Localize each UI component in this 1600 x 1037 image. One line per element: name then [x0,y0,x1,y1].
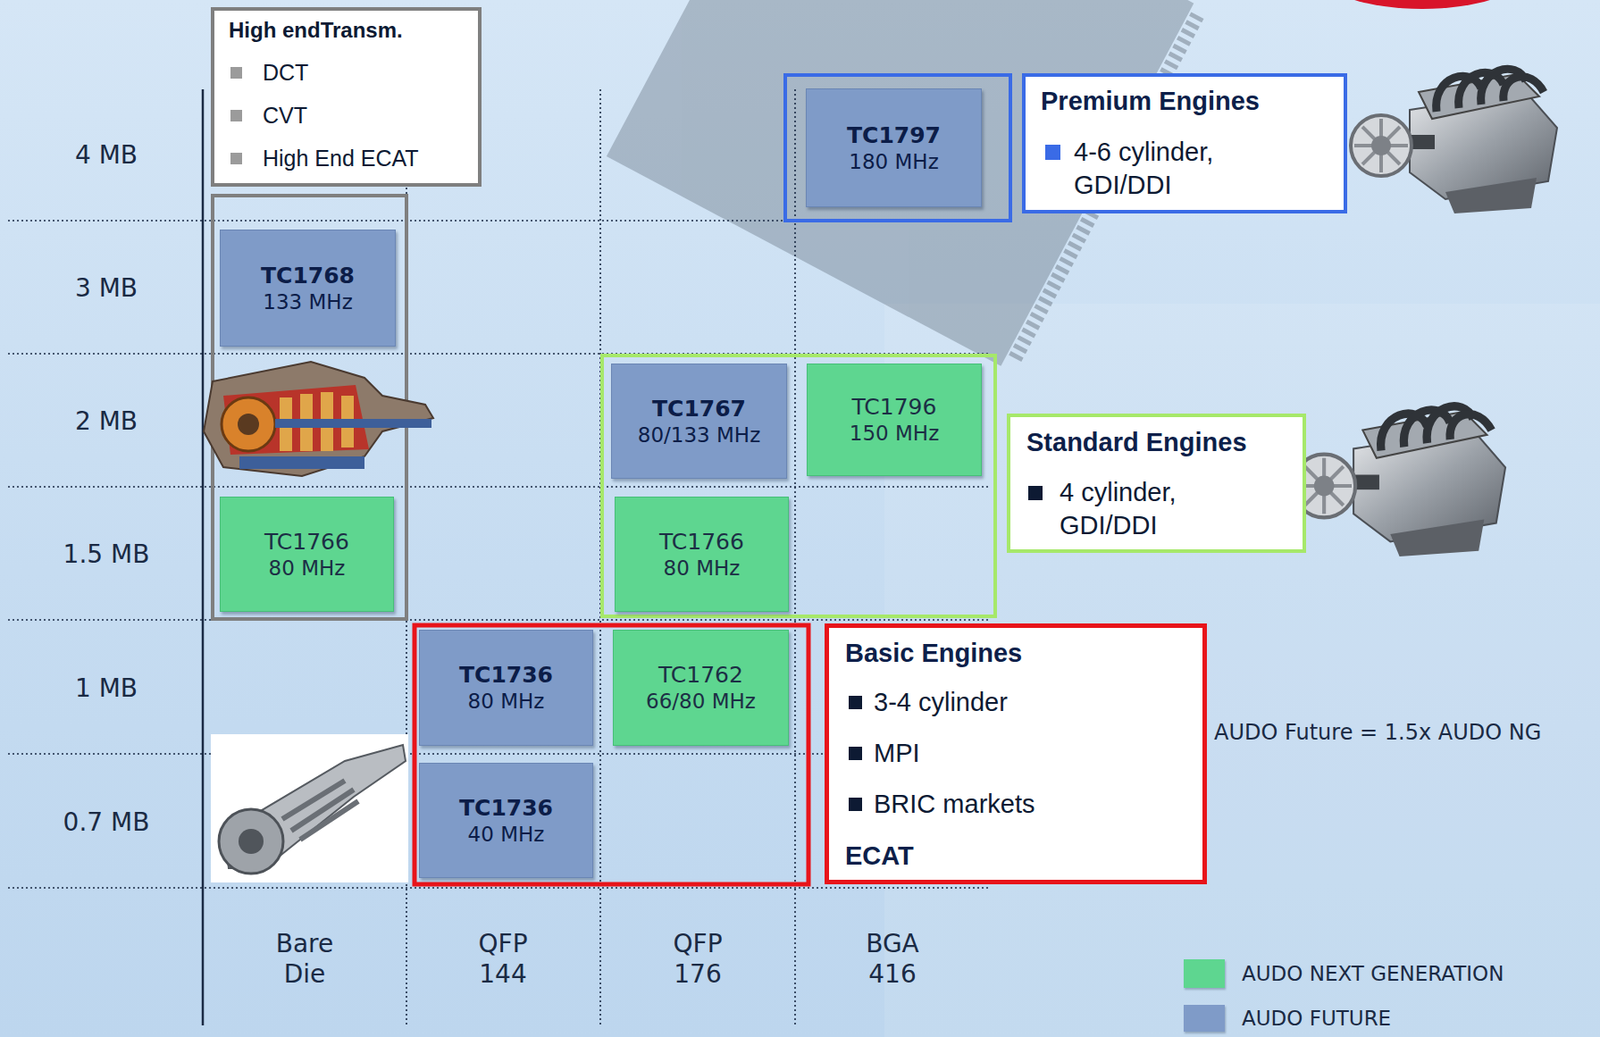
housing [224,745,406,869]
group-outline [414,625,809,885]
package-label: Bare Die [259,929,350,990]
axis-label: 4 MB [30,140,183,171]
engine-illustration [1350,68,1558,214]
bullet-text: 4 cylinder, GDI/DDI [1059,476,1257,543]
chip-frequency: 80 MHz [663,555,741,581]
bullet-row: DCT [228,50,471,94]
bullet-square [230,67,243,79]
chip-box: TC176680 MHz [219,496,394,612]
axis-line [201,89,205,1026]
axis-label: 1 MB [30,673,183,704]
bullet-row: High End ECAT [228,136,471,180]
chip-name: TC1796 [852,393,938,421]
box-heading: Standard Engines [1026,427,1296,458]
bullet-square [230,152,243,165]
chip-name: TC1762 [658,661,744,689]
bullet-row: 4 cylinder, GDI/DDI [1026,476,1296,543]
bullet-text: MPI [873,728,921,780]
housing [203,361,434,477]
box-heading: Basic Engines [845,637,1196,669]
chip-box: TC176266/80 MHz [612,629,789,746]
group-outline [785,75,1011,221]
box-heading: High endTransm. [228,17,471,43]
group-outline [602,355,996,617]
chip-box: TC1797180 MHz [805,88,982,208]
bullet-text: DCT [262,50,309,94]
box-note: ECAT [845,840,1196,872]
chip-box: TC1768133 MHz [219,229,396,347]
input-shaft [238,829,264,855]
chip-frequency: 80 MHz [268,555,346,581]
chip-name: TC1736 [459,661,553,689]
bullet-text: BRIC markets [873,779,1035,830]
bullet-text: CVT [262,93,308,137]
text-box: Basic Engines 3-4 cylinderMPIBRIC markets… [824,623,1207,885]
chip-frequency: 66/80 MHz [645,688,756,714]
axis-label: 3 MB [30,273,183,304]
axis-label: 2 MB [30,406,183,437]
bullet-row: 4-6 cylinder, GDI/DDI [1040,135,1337,202]
bullet-square [848,746,863,761]
bullet-row: BRIC markets [845,779,1196,830]
grid-line [8,619,990,621]
chip-box: TC176680 MHz [614,496,789,612]
engine-illustration [1292,406,1506,557]
chip-box: TC176780/133 MHz [611,363,788,479]
text-box: Premium Engines 4-6 cylinder, GDI/DDI [1021,73,1348,214]
legend-text: AUDO FUTURE [1241,1005,1391,1031]
chip-name: TC1736 [459,795,553,822]
chip-frequency: 133 MHz [262,289,352,315]
chip-frequency: 180 MHz [848,149,939,175]
bullet-row: CVT [228,93,471,137]
bullet-square [230,109,243,122]
chip-box: TC173680 MHz [418,629,594,746]
chip-name: TC1766 [659,528,745,556]
chip-box: TC1796150 MHz [806,363,982,477]
text-box: Standard Engines 4 cylinder, GDI/DDI [1006,413,1307,553]
chip-frequency: 80/133 MHz [637,422,761,448]
transmission-cutaway [203,361,434,477]
logo-shape [1322,0,1523,9]
package-label: QFP 144 [458,929,548,990]
legend-text: AUDO NEXT GENERATION [1241,961,1504,987]
chip-name: TC1767 [652,395,746,423]
bullet-square [848,797,863,812]
grid-line [8,887,990,889]
shaft [275,418,432,428]
grid-line [8,485,990,488]
legend-swatch [1183,959,1225,989]
bullet-row: MPI [845,728,1196,780]
photo-ground [210,734,409,883]
bullet-square [1045,144,1061,160]
axis-label: 1.5 MB [30,539,183,570]
gear-set [282,780,359,840]
package-label: BGA 416 [847,929,938,990]
axis-label: 0.7 MB [30,807,183,838]
chip-name: TC1797 [846,122,941,150]
bullet-square [1028,485,1043,501]
gear [221,397,276,452]
chip-frequency: 150 MHz [849,420,939,446]
valve-body [239,456,365,470]
bullet-text: High End ECAT [262,136,419,180]
chip-frequency: 40 MHz [468,821,545,847]
package-label: QFP 176 [653,929,743,990]
note: AUDO Future = 1.5x AUDO NG [1214,720,1542,746]
bullet-square [848,695,863,710]
text-box: High endTransm. DCTCVTHigh End ECAT [210,7,482,187]
bullet-text: 3-4 cylinder [873,677,1008,729]
chip-name: TC1766 [264,528,350,556]
legend-swatch [1183,1005,1225,1032]
chip-box: TC173640 MHz [418,762,594,879]
bullet-row: 3-4 cylinder [845,677,1196,729]
transmission-photo [210,734,409,883]
box-heading: Premium Engines [1040,85,1337,117]
bell-housing [218,809,284,874]
grid-lines [8,89,990,1026]
chip-frequency: 80 MHz [468,688,545,714]
gear-hub [237,413,260,436]
bullet-text: 4-6 cylinder, GDI/DDI [1073,135,1280,202]
chip-name: TC1768 [260,262,355,290]
